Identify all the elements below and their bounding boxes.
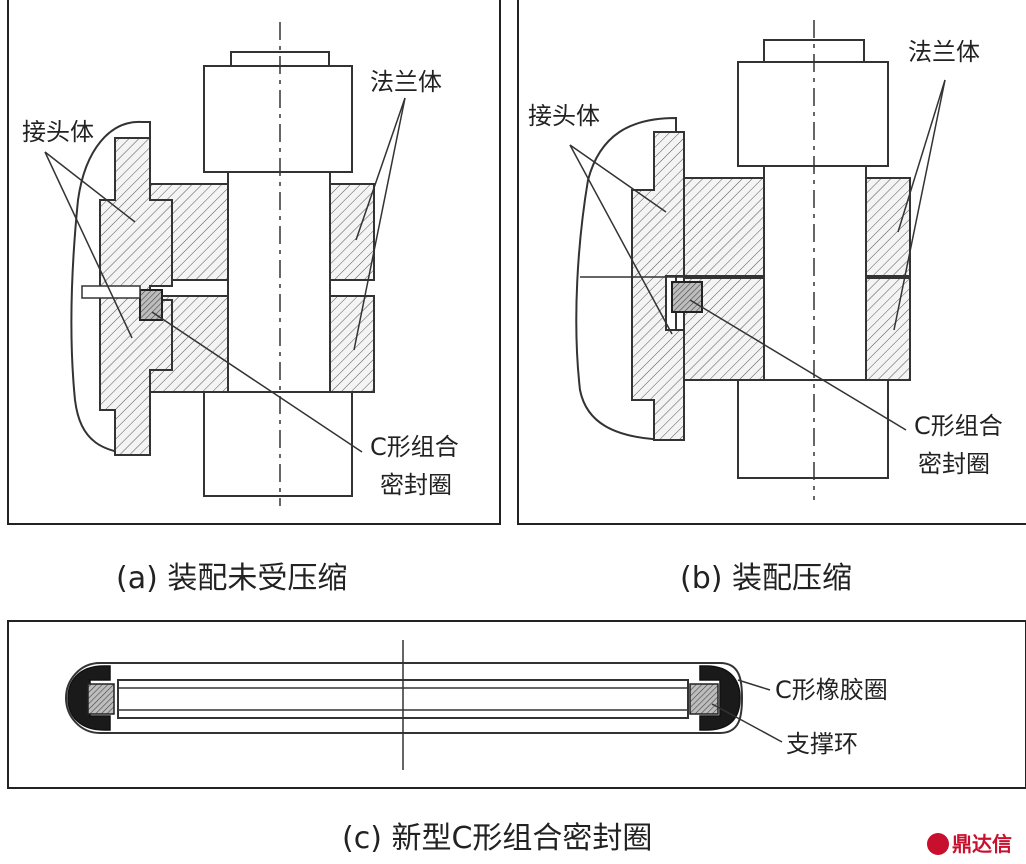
watermark-text: 鼎达信 [952,832,1012,856]
leader-c-rubber [737,679,771,691]
flange-upper-right [329,183,375,281]
leader-a-seal [151,311,363,453]
watermark-icon [927,833,949,855]
bolt-bottom [203,391,353,497]
panel-c-frame [7,620,1026,789]
label-rubber-c: C形橡胶圈 [775,676,888,704]
leader-b-joint-2 [569,144,673,335]
leader-b-joint-1 [569,144,667,213]
label-flange-b: 法兰体 [908,38,980,66]
flange-b-upper-left [683,177,765,277]
label-seal-b-line1: C形组合 [914,412,1003,440]
flange-lower-right [329,295,375,393]
leader-b-seal [689,299,907,431]
label-joint-a: 接头体 [22,118,94,146]
caption-b: (b) 装配压缩 [680,561,852,596]
label-seal-a-line1: C形组合 [370,433,459,461]
panel-a-frame [7,0,501,525]
label-flange-a: 法兰体 [370,68,442,96]
leader-a-flange-1 [355,97,406,241]
label-seal-b-line2: 密封圈 [918,450,990,478]
leader-c-ring [711,703,783,743]
flange-b-upper-right [865,177,911,277]
caption-c: (c) 新型C形组合密封圈 [342,821,652,856]
seal-b [671,281,703,313]
bolt-b-shank [763,165,867,381]
c-support-right [689,683,719,715]
label-joint-b: 接头体 [528,102,600,130]
bolt-b-head [737,61,889,167]
bolt-b-bottom [737,379,889,479]
bolt-head [203,65,353,173]
leader-a-flange-2 [353,97,406,351]
panel-c: C形橡胶圈 支撑环 [7,620,1026,789]
joint-b-body-section [631,131,685,441]
leader-b-flange-1 [897,79,946,233]
leader-b-flange-2 [893,79,946,331]
c-support-left [87,683,115,715]
flange-b-lower-right [865,277,911,381]
leader-a-joint-1 [44,151,136,223]
label-seal-a-line2: 密封圈 [380,471,452,499]
panel-b-frame [517,0,1026,525]
seal-a [139,289,163,321]
panel-a: 接头体 法兰体 C形组合 密封圈 [7,0,501,525]
leader-a-joint-2 [44,151,133,339]
bolt-shank [227,171,331,393]
watermark-logo: 鼎达信 [927,832,1012,856]
label-ring-c: 支撑环 [786,730,858,758]
panel-b: 接头体 法兰体 C形组合 密封圈 [517,0,1026,525]
caption-a: (a) 装配未受压缩 [116,561,347,596]
